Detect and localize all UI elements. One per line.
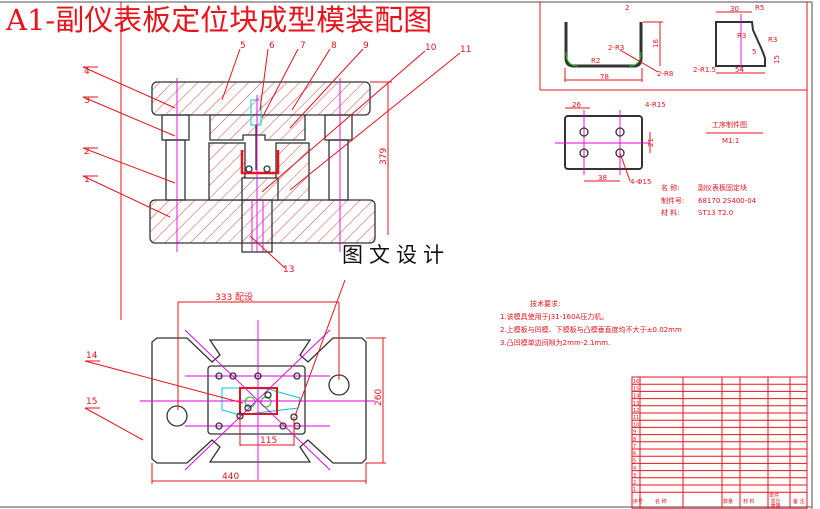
label-4: 4 <box>84 67 90 77</box>
bom-row-number: 3 <box>633 473 636 479</box>
label-5: 5 <box>240 41 246 51</box>
bom-row-number: 5 <box>633 458 636 464</box>
technical-requirements: 技术要求: 1.该模具使用于J31-160A压力机。 2.上模板与凹模、下模板与… <box>500 299 682 347</box>
svg-text:2.上模板与凹模、下模板与凸模垂直度均不大于±0.02mm: 2.上模板与凹模、下模板与凸模垂直度均不大于±0.02mm <box>500 325 682 334</box>
svg-text:名 称:: 名 称: <box>661 183 680 192</box>
part-material: ST13 T2.0 <box>698 209 733 217</box>
label-8: 8 <box>331 41 337 51</box>
bom-row-number: 11 <box>633 415 639 421</box>
part-caption: 工序制件图 <box>712 120 747 129</box>
bom-row-number: 15 <box>633 386 639 392</box>
label-2: 2 <box>84 147 90 157</box>
label-13: 13 <box>283 265 294 275</box>
svg-text:26: 26 <box>572 101 581 109</box>
label-14: 14 <box>86 351 98 361</box>
svg-text:5: 5 <box>752 48 756 56</box>
svg-text:38: 38 <box>598 174 607 182</box>
svg-text:30: 30 <box>730 5 739 13</box>
bom-footer-cell: 数量 <box>723 498 733 505</box>
bom-row-number: 1 <box>633 487 636 493</box>
svg-text:R3: R3 <box>737 32 746 40</box>
svg-text:R2: R2 <box>591 57 600 65</box>
dim-440: 440 <box>222 472 239 482</box>
bom-footer-cell: 备 注 <box>793 498 805 505</box>
bom-row-number: 6 <box>633 451 636 457</box>
bom-row-number: 12 <box>633 408 639 414</box>
svg-text:1.该模具使用于J31-160A压力机。: 1.该模具使用于J31-160A压力机。 <box>500 312 608 321</box>
label-6: 6 <box>269 41 275 51</box>
die-right <box>275 142 310 201</box>
bom-row-number: 14 <box>633 394 639 400</box>
svg-text:技术要求:: 技术要求: <box>530 299 560 308</box>
svg-text:78: 78 <box>600 73 609 81</box>
bom-row-number: 10 <box>633 422 639 428</box>
plan-view: 333 配设 260 440 115 14 15 <box>84 279 386 484</box>
bom-frame <box>631 376 808 509</box>
svg-text:54: 54 <box>735 66 744 74</box>
dim-379: 379 <box>379 148 389 165</box>
svg-text:材 料:: 材 料: <box>661 208 680 217</box>
bom-row-number: 8 <box>633 437 636 443</box>
svg-text:4-Φ15: 4-Φ15 <box>630 178 651 186</box>
svg-text:15: 15 <box>773 55 781 64</box>
svg-text:R3: R3 <box>768 36 777 44</box>
svg-text:3.凸凹模单边间隙为2mm-2.1mm.: 3.凸凹模单边间隙为2mm-2.1mm. <box>500 338 610 347</box>
part-number: 68170 2S400-04 <box>698 197 757 205</box>
watermark: 图文设计 <box>342 243 450 267</box>
bom-row-number: 7 <box>633 444 636 450</box>
bom-row-number: 13 <box>633 401 639 407</box>
svg-text:R5: R5 <box>755 4 764 12</box>
label-10: 10 <box>425 43 437 53</box>
dim-260: 260 <box>374 389 384 406</box>
label-11: 11 <box>460 45 471 55</box>
label-3: 3 <box>84 96 90 106</box>
part-scale: M1:1 <box>722 137 739 145</box>
bom-row-number: 16 <box>633 379 639 385</box>
label-1: 1 <box>84 175 90 185</box>
drawing-title: A1-副仪表板定位块成型模装配图 <box>5 3 432 37</box>
punch-plate <box>209 114 306 141</box>
bom-row-number: 9 <box>633 430 636 436</box>
die-left <box>208 142 246 201</box>
part-leaders <box>82 48 461 269</box>
lower-die-plate <box>149 199 376 244</box>
svg-text:21: 21 <box>647 138 655 147</box>
label-7: 7 <box>300 41 306 51</box>
label-15: 15 <box>86 397 97 407</box>
part-name: 副仪表板固定块 <box>698 183 747 192</box>
bom-footer-cell: 材 料 <box>743 498 755 505</box>
formed-part <box>240 150 280 175</box>
bom-footer-cell: 序号 <box>633 498 643 505</box>
dim-115: 115 <box>260 436 277 446</box>
part-drawing: 78 2 16 2-R3 2-R8 R2 30 R5 R3 R3 5 15 2-… <box>539 2 807 217</box>
bom-row-number: 2 <box>633 480 636 486</box>
bom-footer-cell: 单件 总计 重量 <box>769 492 781 509</box>
svg-text:2: 2 <box>625 4 629 12</box>
dim-333: 333 配设 <box>215 292 253 303</box>
svg-text:制件号:: 制件号: <box>661 196 684 205</box>
bom-footer-cell: 名 称 <box>655 498 667 505</box>
svg-text:2-R3: 2-R3 <box>608 44 624 52</box>
svg-text:4-R15: 4-R15 <box>645 101 666 109</box>
bom-row-number: 4 <box>633 466 636 472</box>
label-9: 9 <box>363 41 369 51</box>
elevation-view: 379 4 3 2 1 5 6 7 8 9 10 11 13 <box>82 41 471 275</box>
svg-text:2-R8: 2-R8 <box>657 70 673 78</box>
svg-text:2-R1.5: 2-R1.5 <box>693 66 716 74</box>
die-core <box>241 177 279 201</box>
svg-text:16: 16 <box>652 39 660 48</box>
